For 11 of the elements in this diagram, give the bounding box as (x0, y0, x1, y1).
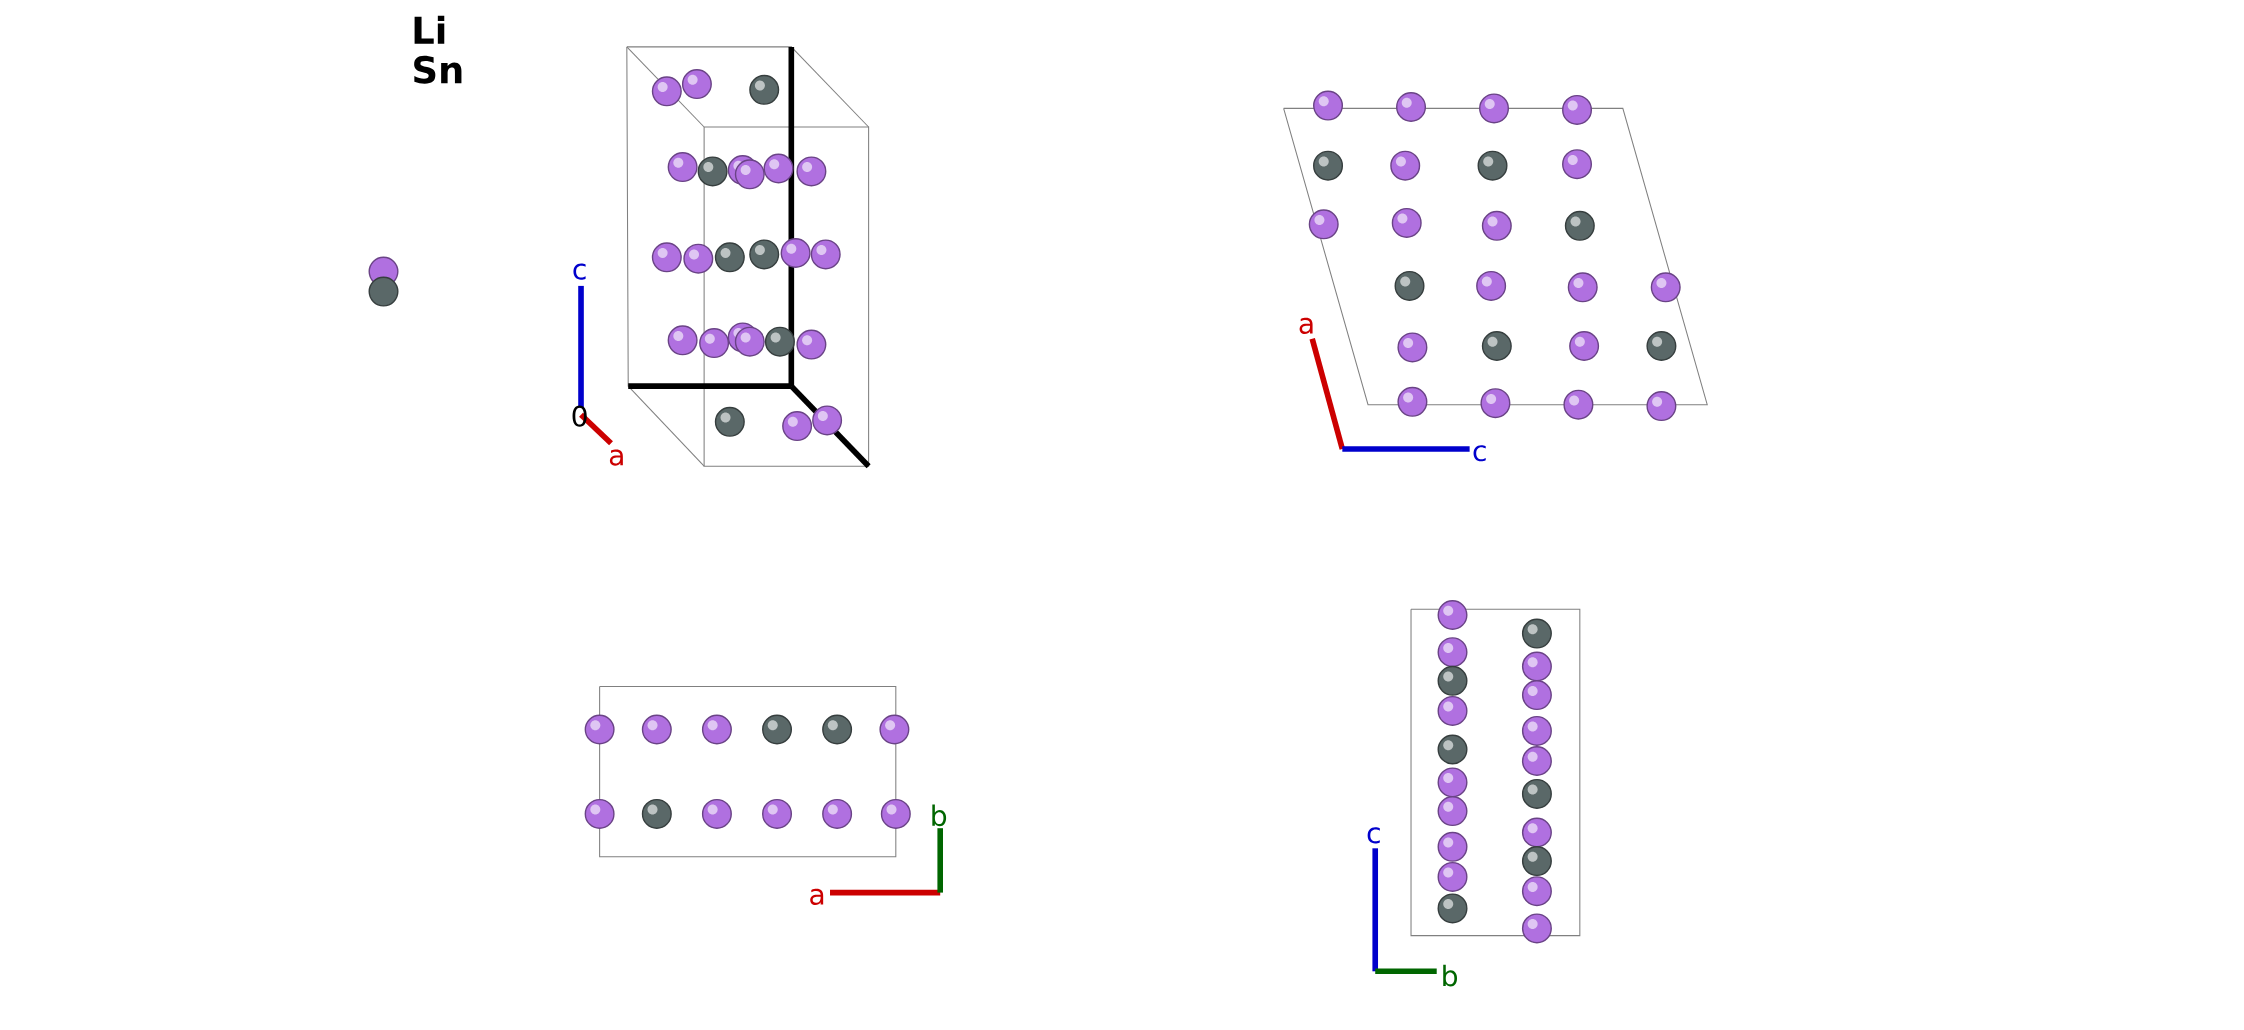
legend-label: Li (414, 15, 445, 44)
axis-label: c (1367, 827, 1380, 844)
axis-label: a (810, 888, 824, 905)
axis-label: 0 (572, 405, 587, 427)
axis-label: c (573, 263, 586, 280)
axis-label: b (1443, 964, 1457, 987)
axis-label: a (609, 449, 623, 466)
axis-label: a (1299, 317, 1313, 334)
axis-label: b (932, 804, 947, 827)
legend-label: Sn (414, 55, 462, 84)
axis-label: c (1473, 445, 1486, 462)
